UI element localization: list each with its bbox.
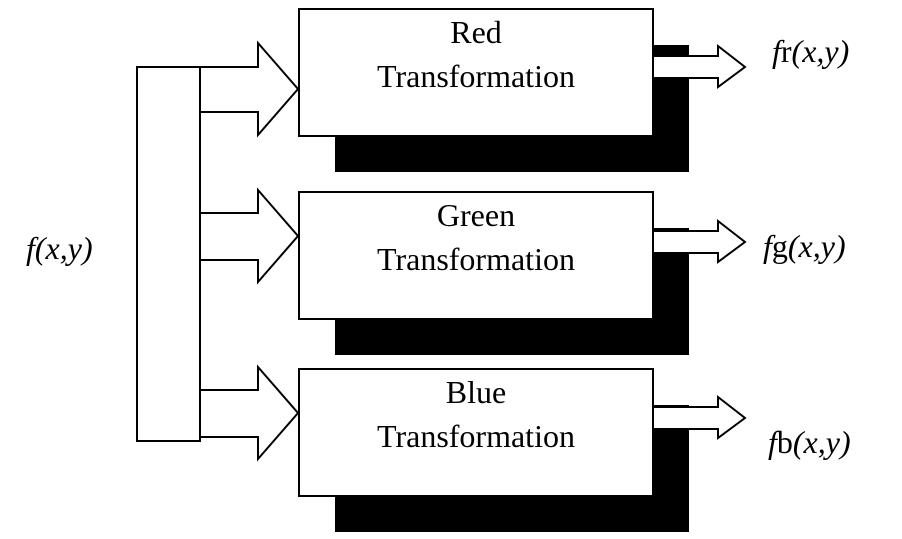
green-block-label: Green Transformation — [299, 193, 653, 281]
input-label: f(x,y) — [26, 230, 93, 266]
red-block-label: Red Transformation — [299, 10, 653, 98]
green-block-subtitle: Transformation — [377, 241, 575, 277]
red-output-sub: r — [780, 33, 792, 69]
input-args: (x,y) — [34, 230, 93, 266]
blue-output-sub: b — [776, 424, 793, 460]
blue-block-title: Blue — [445, 374, 507, 410]
red-output-label: fr(x,y) — [772, 33, 849, 69]
blue-output-args: (x,y) — [792, 424, 851, 460]
input-splitter-bus — [136, 66, 201, 442]
green-output-func: f — [763, 228, 772, 264]
green-output-label: fg(x,y) — [763, 228, 846, 264]
red-block-title: Red — [450, 14, 502, 50]
green-input-arrow — [199, 187, 300, 285]
green-block-box — [298, 191, 654, 320]
blue-input-arrow — [199, 364, 300, 462]
red-output-args: (x,y) — [791, 33, 850, 69]
red-block-box — [298, 8, 654, 137]
blue-output-label: fb(x,y) — [768, 424, 851, 460]
green-output-arrow — [652, 218, 747, 264]
red-input-arrow — [199, 40, 300, 138]
blue-block-label: Blue Transformation — [299, 370, 653, 458]
red-block-subtitle: Transformation — [377, 58, 575, 94]
blue-block-box — [298, 368, 654, 497]
red-output-arrow — [652, 43, 747, 89]
green-output-args: (x,y) — [787, 228, 846, 264]
blue-block-subtitle: Transformation — [377, 418, 575, 454]
red-output-func: f — [772, 33, 781, 69]
blue-output-arrow — [652, 394, 747, 440]
green-block-title: Green — [436, 197, 516, 233]
blue-output-func: f — [768, 424, 777, 460]
green-output-sub: g — [771, 228, 788, 264]
input-func: f — [26, 230, 35, 266]
